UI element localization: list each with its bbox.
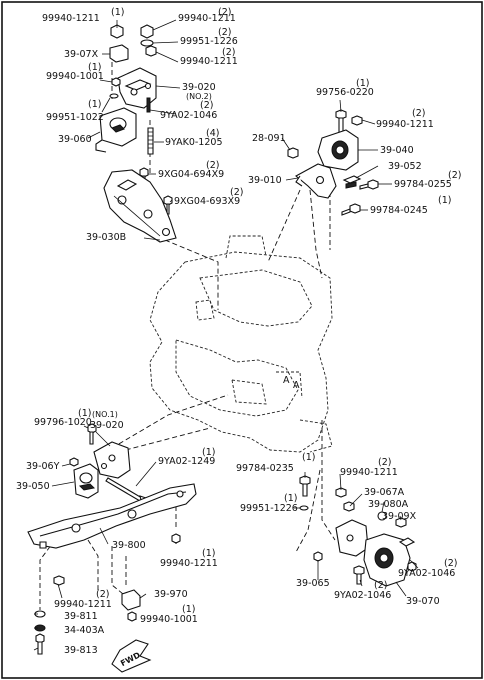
leader-lines (33, 19, 419, 651)
qty-c36: (1) (302, 452, 315, 463)
callout-c40: 99951-1226 (240, 503, 298, 514)
callout-c16: 99940-1211 (376, 119, 434, 130)
qty-c01: (1) (111, 7, 124, 18)
callout-c32: 39-811 (64, 611, 98, 622)
callout-c21: 99784-0255 (394, 179, 452, 190)
qty-c02: (2) (218, 7, 231, 18)
qty-c23: (1) (78, 408, 91, 419)
callout-c19: 39-052 (388, 161, 422, 172)
callout-c22: 99784-0245 (370, 205, 428, 216)
qty-c05: (2) (222, 47, 235, 58)
callout-c23: 99796-1020 (34, 417, 92, 428)
nut-icon (145, 45, 157, 57)
qty-c30: (2) (96, 589, 109, 600)
qty-c08: (1) (88, 99, 101, 110)
qty-c40: (1) (284, 493, 297, 504)
callout-c03: 99951-1226 (180, 36, 238, 47)
callout-c14: 39-030B (86, 232, 126, 243)
callout-c43: 39-065 (296, 578, 330, 589)
callout-c17: 28-091 (252, 133, 286, 144)
stud-bolt-icon (147, 127, 154, 155)
callout-c02: 99940-1211 (178, 13, 236, 24)
through-bolt-icon (105, 477, 143, 502)
engine-marker-a-2: A (293, 380, 300, 391)
callout-c15: 99756-0220 (316, 87, 374, 98)
qty-c22: (1) (438, 195, 451, 206)
callout-c44: 9YA02-1046 (334, 590, 391, 601)
callout-c18: 39-040 (380, 145, 414, 156)
washer-icon (140, 39, 154, 47)
engine-outline (149, 235, 333, 453)
qty-c25: (1) (202, 447, 215, 458)
callout-c05: 99940-1211 (180, 56, 238, 67)
note-c24: (NO.1) (92, 410, 118, 419)
callout-c37: 99940-1211 (340, 467, 398, 478)
stopper-970 (121, 589, 141, 611)
callout-c31: 39-970 (154, 589, 188, 600)
callout-c11: 9YAK0-1205 (165, 137, 223, 148)
nut-icon (140, 24, 154, 39)
callout-c25: 9YA02-1249 (158, 456, 215, 467)
stopper-block-icon (109, 44, 129, 63)
qty-c29: (1) (202, 548, 215, 559)
callout-c30: 99940-1211 (54, 599, 112, 610)
right-mount-group (287, 109, 379, 216)
qty-c11: (4) (206, 128, 219, 139)
callout-c34: 34-403A (64, 625, 105, 636)
callout-c45: 39-070 (406, 596, 440, 607)
callout-c27: 39-050 (16, 481, 50, 492)
engine-bracket-010 (295, 163, 337, 199)
left-lower-mount-group (27, 423, 197, 655)
qty-c06: (1) (88, 62, 101, 73)
callout-c29: 99940-1211 (160, 558, 218, 569)
qty-c37: (2) (378, 457, 391, 468)
upper-left-mount-group (95, 24, 177, 243)
qty-c21: (2) (448, 170, 461, 181)
callout-c06: 99940-1001 (46, 71, 104, 82)
callout-c33: 99940-1001 (140, 614, 198, 625)
engine-marker-a: A (283, 375, 290, 386)
qty-c09: (2) (200, 100, 213, 111)
callout-c28: 39-800 (112, 540, 146, 551)
callout-c10: 39-060 (58, 134, 92, 145)
callout-c38: 39-067A (364, 487, 405, 498)
qty-c03: (2) (218, 27, 231, 38)
qty-c44: (2) (374, 580, 387, 591)
callout-c01: 99940-1211 (42, 13, 100, 24)
callout-c13: 9XG04-693X9 (174, 196, 240, 207)
callout-c20: 39-010 (248, 175, 282, 186)
qty-c42: (2) (444, 558, 457, 569)
qty-c33: (1) (182, 604, 195, 615)
qty-c12: (2) (206, 160, 219, 171)
callout-c35: 39-813 (64, 645, 98, 656)
callout-c39: 39-080A (368, 499, 409, 510)
callout-c42: 9YA02-1046 (398, 568, 455, 579)
callout-c04: 39-07X (64, 49, 99, 60)
callout-c26: 39-06Y (26, 461, 60, 472)
callout-labels: (1) 99940-1211 (2) 99940-1211 (2) 99951-… (16, 7, 461, 656)
callout-c09: 9YA02-1046 (160, 110, 217, 121)
callout-c41: 39-09X (382, 511, 417, 522)
qty-c16: (2) (412, 108, 425, 119)
callout-c07: 39-020 (182, 82, 216, 93)
callout-c08: 99951-1022 (46, 112, 104, 123)
note-c07: (NO.2) (186, 92, 212, 101)
callout-c12: 9XG04-694X9 (158, 169, 224, 180)
fwd-direction-arrow: FWD (111, 639, 152, 673)
callout-c24: 39-020 (90, 420, 124, 431)
qty-c13: (2) (230, 187, 243, 198)
qty-c15: (1) (356, 78, 369, 89)
callout-c36: 99784-0235 (236, 463, 294, 474)
